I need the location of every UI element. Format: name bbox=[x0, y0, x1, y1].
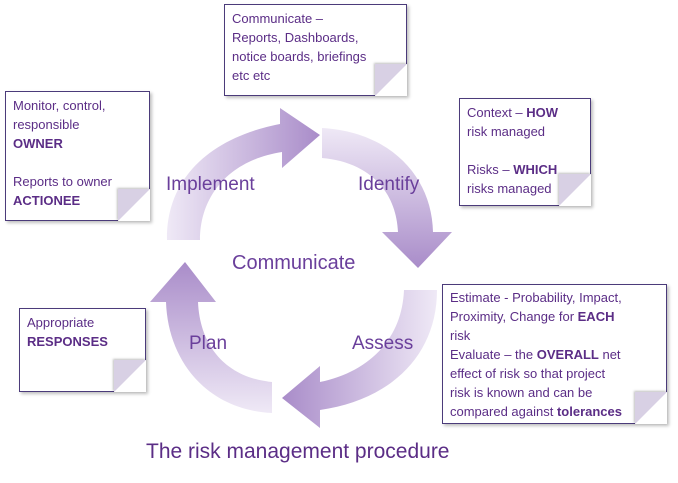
stage-implement: Implement bbox=[166, 174, 255, 195]
page-curl-icon bbox=[114, 360, 146, 392]
note-context-how: HOW bbox=[526, 105, 559, 120]
page-curl-icon bbox=[375, 64, 407, 96]
note-estimate: Estimate - Probability, Impact, Proximit… bbox=[442, 284, 667, 424]
stage-assess: Assess bbox=[352, 333, 414, 354]
note-evaluate-net: net bbox=[598, 347, 621, 362]
page-curl-icon bbox=[118, 189, 150, 221]
arrow-identify bbox=[322, 128, 452, 268]
note-evaluate-line4: compared against bbox=[450, 404, 557, 419]
note-communicate-line1: Communicate – bbox=[232, 11, 324, 26]
arrow-implement bbox=[166, 108, 320, 240]
note-monitor-actionee: ACTIONEE bbox=[13, 193, 81, 208]
note-evaluate-line1: Evaluate – the bbox=[450, 347, 537, 362]
arrow-assess bbox=[282, 290, 437, 428]
note-estimate-line2: Proximity, Change for bbox=[450, 309, 578, 324]
page-curl-icon bbox=[559, 174, 591, 206]
note-monitor-line1: Monitor, control, bbox=[13, 98, 106, 113]
note-communicate: Communicate – Reports, Dashboards, notic… bbox=[224, 4, 407, 96]
note-estimate-each: EACH bbox=[577, 309, 615, 324]
note-risks-post: risks managed bbox=[467, 181, 552, 196]
note-responses-bold: RESPONSES bbox=[27, 334, 108, 349]
note-communicate-line4: etc etc bbox=[232, 68, 271, 83]
note-estimate-line3: risk bbox=[450, 328, 471, 343]
note-monitor-owner: OWNER bbox=[13, 136, 63, 151]
note-risks-label: Risks – bbox=[467, 162, 514, 177]
note-context: Context – HOW risk managed Risks – WHICH… bbox=[459, 98, 591, 206]
note-evaluate-tolerances: tolerances bbox=[556, 404, 622, 419]
stage-identify: Identify bbox=[358, 174, 420, 195]
note-communicate-line2: Reports, Dashboards, bbox=[232, 30, 359, 45]
diagram-caption: The risk management procedure bbox=[146, 440, 450, 463]
note-responses: Appropriate RESPONSES bbox=[19, 308, 146, 392]
note-responses-line1: Appropriate bbox=[27, 315, 95, 330]
note-context-label: Context – bbox=[467, 105, 527, 120]
note-monitor-line3: Reports to owner bbox=[13, 174, 112, 189]
note-evaluate-line3: risk is known and can be bbox=[450, 385, 593, 400]
page-curl-icon bbox=[635, 392, 667, 424]
stage-plan: Plan bbox=[189, 333, 228, 354]
note-estimate-line1: Estimate - Probability, Impact, bbox=[450, 290, 622, 305]
center-communicate: Communicate bbox=[232, 252, 356, 274]
note-communicate-line3: notice boards, briefings bbox=[232, 49, 367, 64]
arrow-plan bbox=[150, 262, 272, 413]
note-evaluate-overall: OVERALL bbox=[536, 347, 599, 362]
note-monitor: Monitor, control, responsible OWNER Repo… bbox=[5, 91, 150, 221]
note-risks-which: WHICH bbox=[513, 162, 558, 177]
note-monitor-line2: responsible bbox=[13, 117, 80, 132]
note-evaluate-line2: effect of risk so that project bbox=[450, 366, 606, 381]
note-context-post: risk managed bbox=[467, 124, 546, 139]
